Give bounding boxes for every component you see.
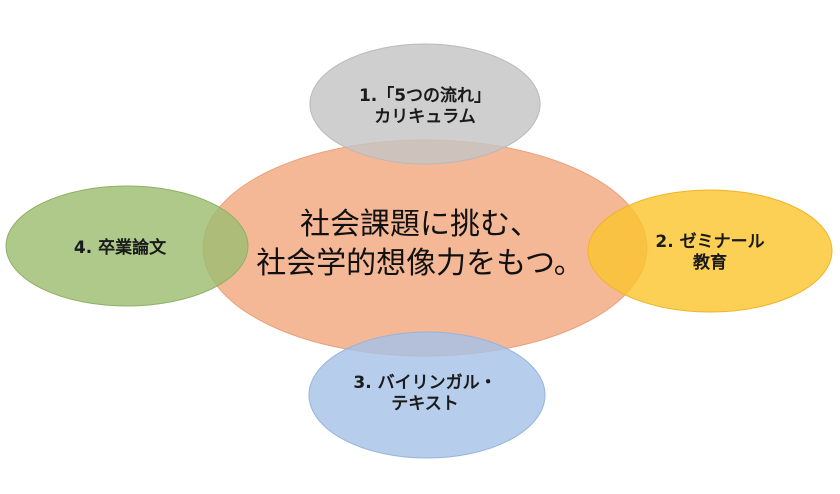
center-label-line1: 社会課題に挑む、 [300, 207, 540, 242]
right-node-label-line2: 教育 [693, 253, 727, 274]
top-node-label: 1.「5つの流れ」 カリキュラム [320, 86, 530, 129]
bottom-node-ellipse [308, 331, 546, 459]
right-node-label: 2. ゼミナール 教育 [625, 232, 795, 275]
top-node-label-line2: カリキュラム [374, 107, 476, 128]
center-label: 社会課題に挑む、 社会学的想像力をもつ。 [230, 205, 610, 283]
top-node-ellipse [309, 43, 541, 165]
left-node-ellipse [5, 185, 249, 307]
bottom-node-label: 3. バイリンガル・ テキスト [320, 373, 530, 416]
left-node-label: 4. 卒業論文 [40, 238, 200, 259]
right-node-label-line1: 2. ゼミナール [655, 232, 765, 252]
left-node-label-line1: 4. 卒業論文 [73, 238, 167, 258]
bottom-node-label-line2: テキスト [391, 394, 459, 415]
center-label-line2: 社会学的想像力をもつ。 [256, 246, 584, 281]
top-node-label-line1: 1.「5つの流れ」 [358, 86, 492, 106]
bottom-node-label-line1: 3. バイリンガル・ [353, 373, 497, 393]
right-node-ellipse [587, 189, 833, 313]
